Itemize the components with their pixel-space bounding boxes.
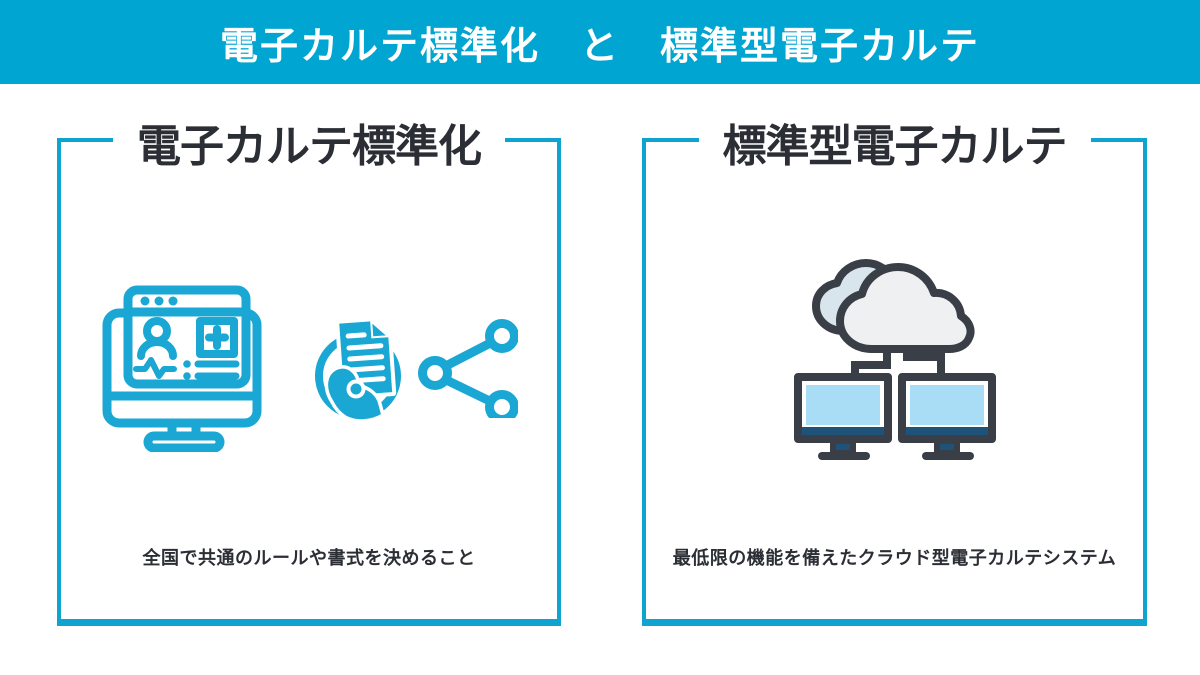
left-panel: 電子カルテ標準化: [57, 110, 561, 626]
heartbeat-line-icon: [133, 357, 177, 379]
header-banner: 電子カルテ標準化 と 標準型電子カルテ: [0, 0, 1200, 84]
client-monitor-icon: [897, 373, 996, 460]
client-monitor-icon: [793, 373, 892, 460]
right-panel-title: 標準型電子カルテ: [698, 110, 1091, 174]
emr-monitor-icon: [102, 285, 262, 452]
right-panel-caption: 最低限の機能を備えたクラウド型電子カルテシステム: [672, 548, 1117, 568]
left-panel-caption: 全国で共通のルールや書式を決めること: [142, 548, 476, 568]
browser-dots-icon: [140, 296, 178, 306]
right-panel: 標準型電子カルテ: [642, 110, 1147, 626]
page-title: 電子カルテ標準化 と 標準型電子カルテ: [219, 25, 980, 68]
icon-spacer: [268, 368, 312, 369]
cloud-front-icon: [835, 263, 975, 353]
icon-spacer: [408, 368, 418, 369]
left-panel-icons: [61, 284, 557, 452]
right-panel-icons: [646, 245, 1143, 463]
medical-cross-icon: [196, 317, 238, 358]
left-panel-title: 電子カルテ標準化: [113, 110, 505, 174]
cloud-network-icon: [793, 259, 996, 460]
network-lines-icon: [850, 349, 945, 379]
document-hand-icon: [315, 316, 401, 420]
share-network-icon: [418, 319, 518, 418]
